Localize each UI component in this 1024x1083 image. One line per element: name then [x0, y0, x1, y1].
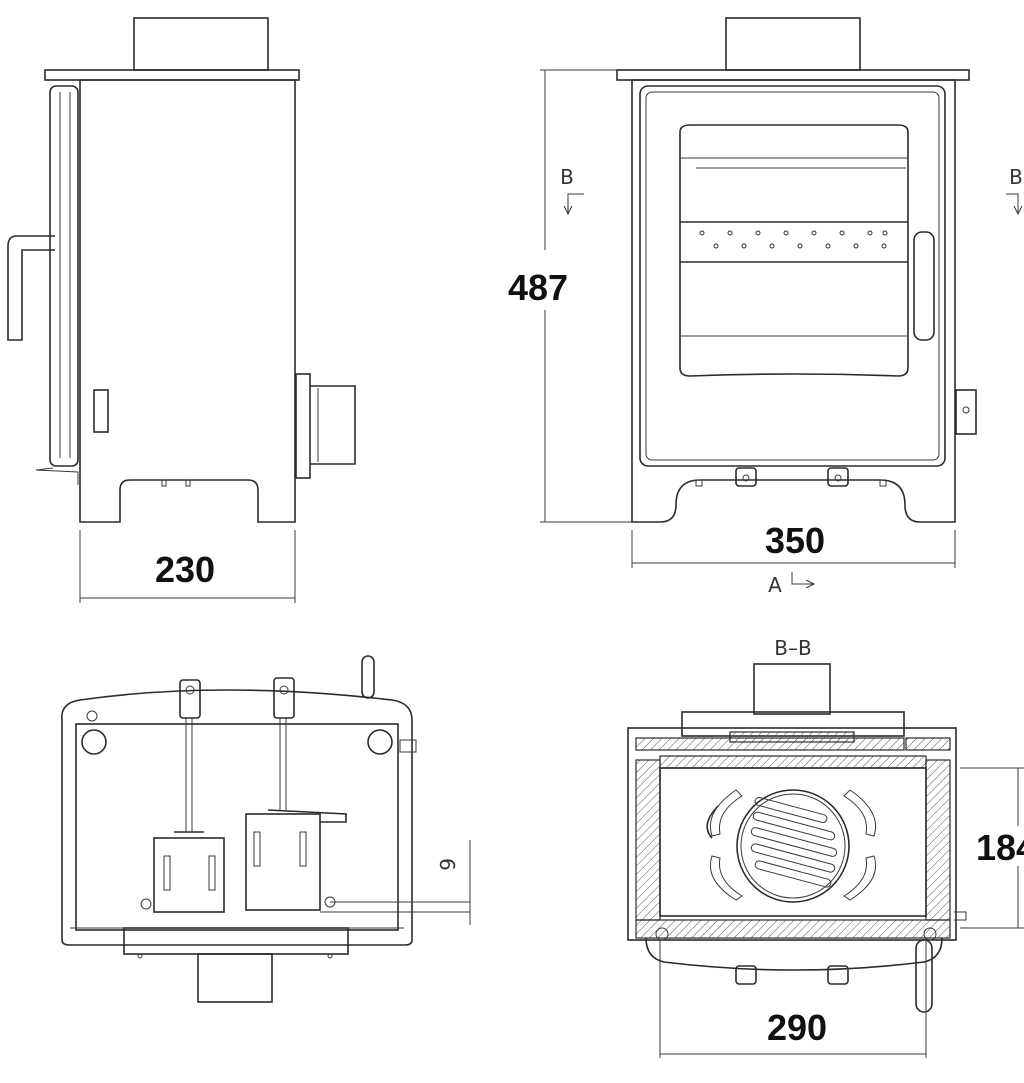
section-marker-b-right: B	[1009, 165, 1023, 189]
plan-view: 6	[61, 655, 471, 1003]
section-marker-a: A	[768, 573, 782, 597]
dimension-small: 6	[435, 858, 459, 871]
dimension-side-width: 230	[155, 549, 215, 590]
side-elevation-view: 230	[7, 17, 356, 603]
section-b-b-view: B–B	[627, 636, 1024, 1058]
dimension-section-width: 290	[767, 1007, 827, 1048]
dimension-section-depth: 184	[976, 827, 1024, 868]
front-elevation-view: 487 350 B B A	[508, 17, 1023, 597]
dimension-front-width: 350	[765, 520, 825, 561]
dimension-height: 487	[508, 267, 568, 308]
stove-glass-window	[679, 124, 909, 377]
section-marker-b-left: B	[560, 165, 574, 189]
door-handle-side	[7, 235, 55, 341]
door-handle-front	[913, 231, 935, 341]
air-vent-disc	[736, 789, 850, 903]
section-title-b-b: B–B	[774, 636, 811, 660]
